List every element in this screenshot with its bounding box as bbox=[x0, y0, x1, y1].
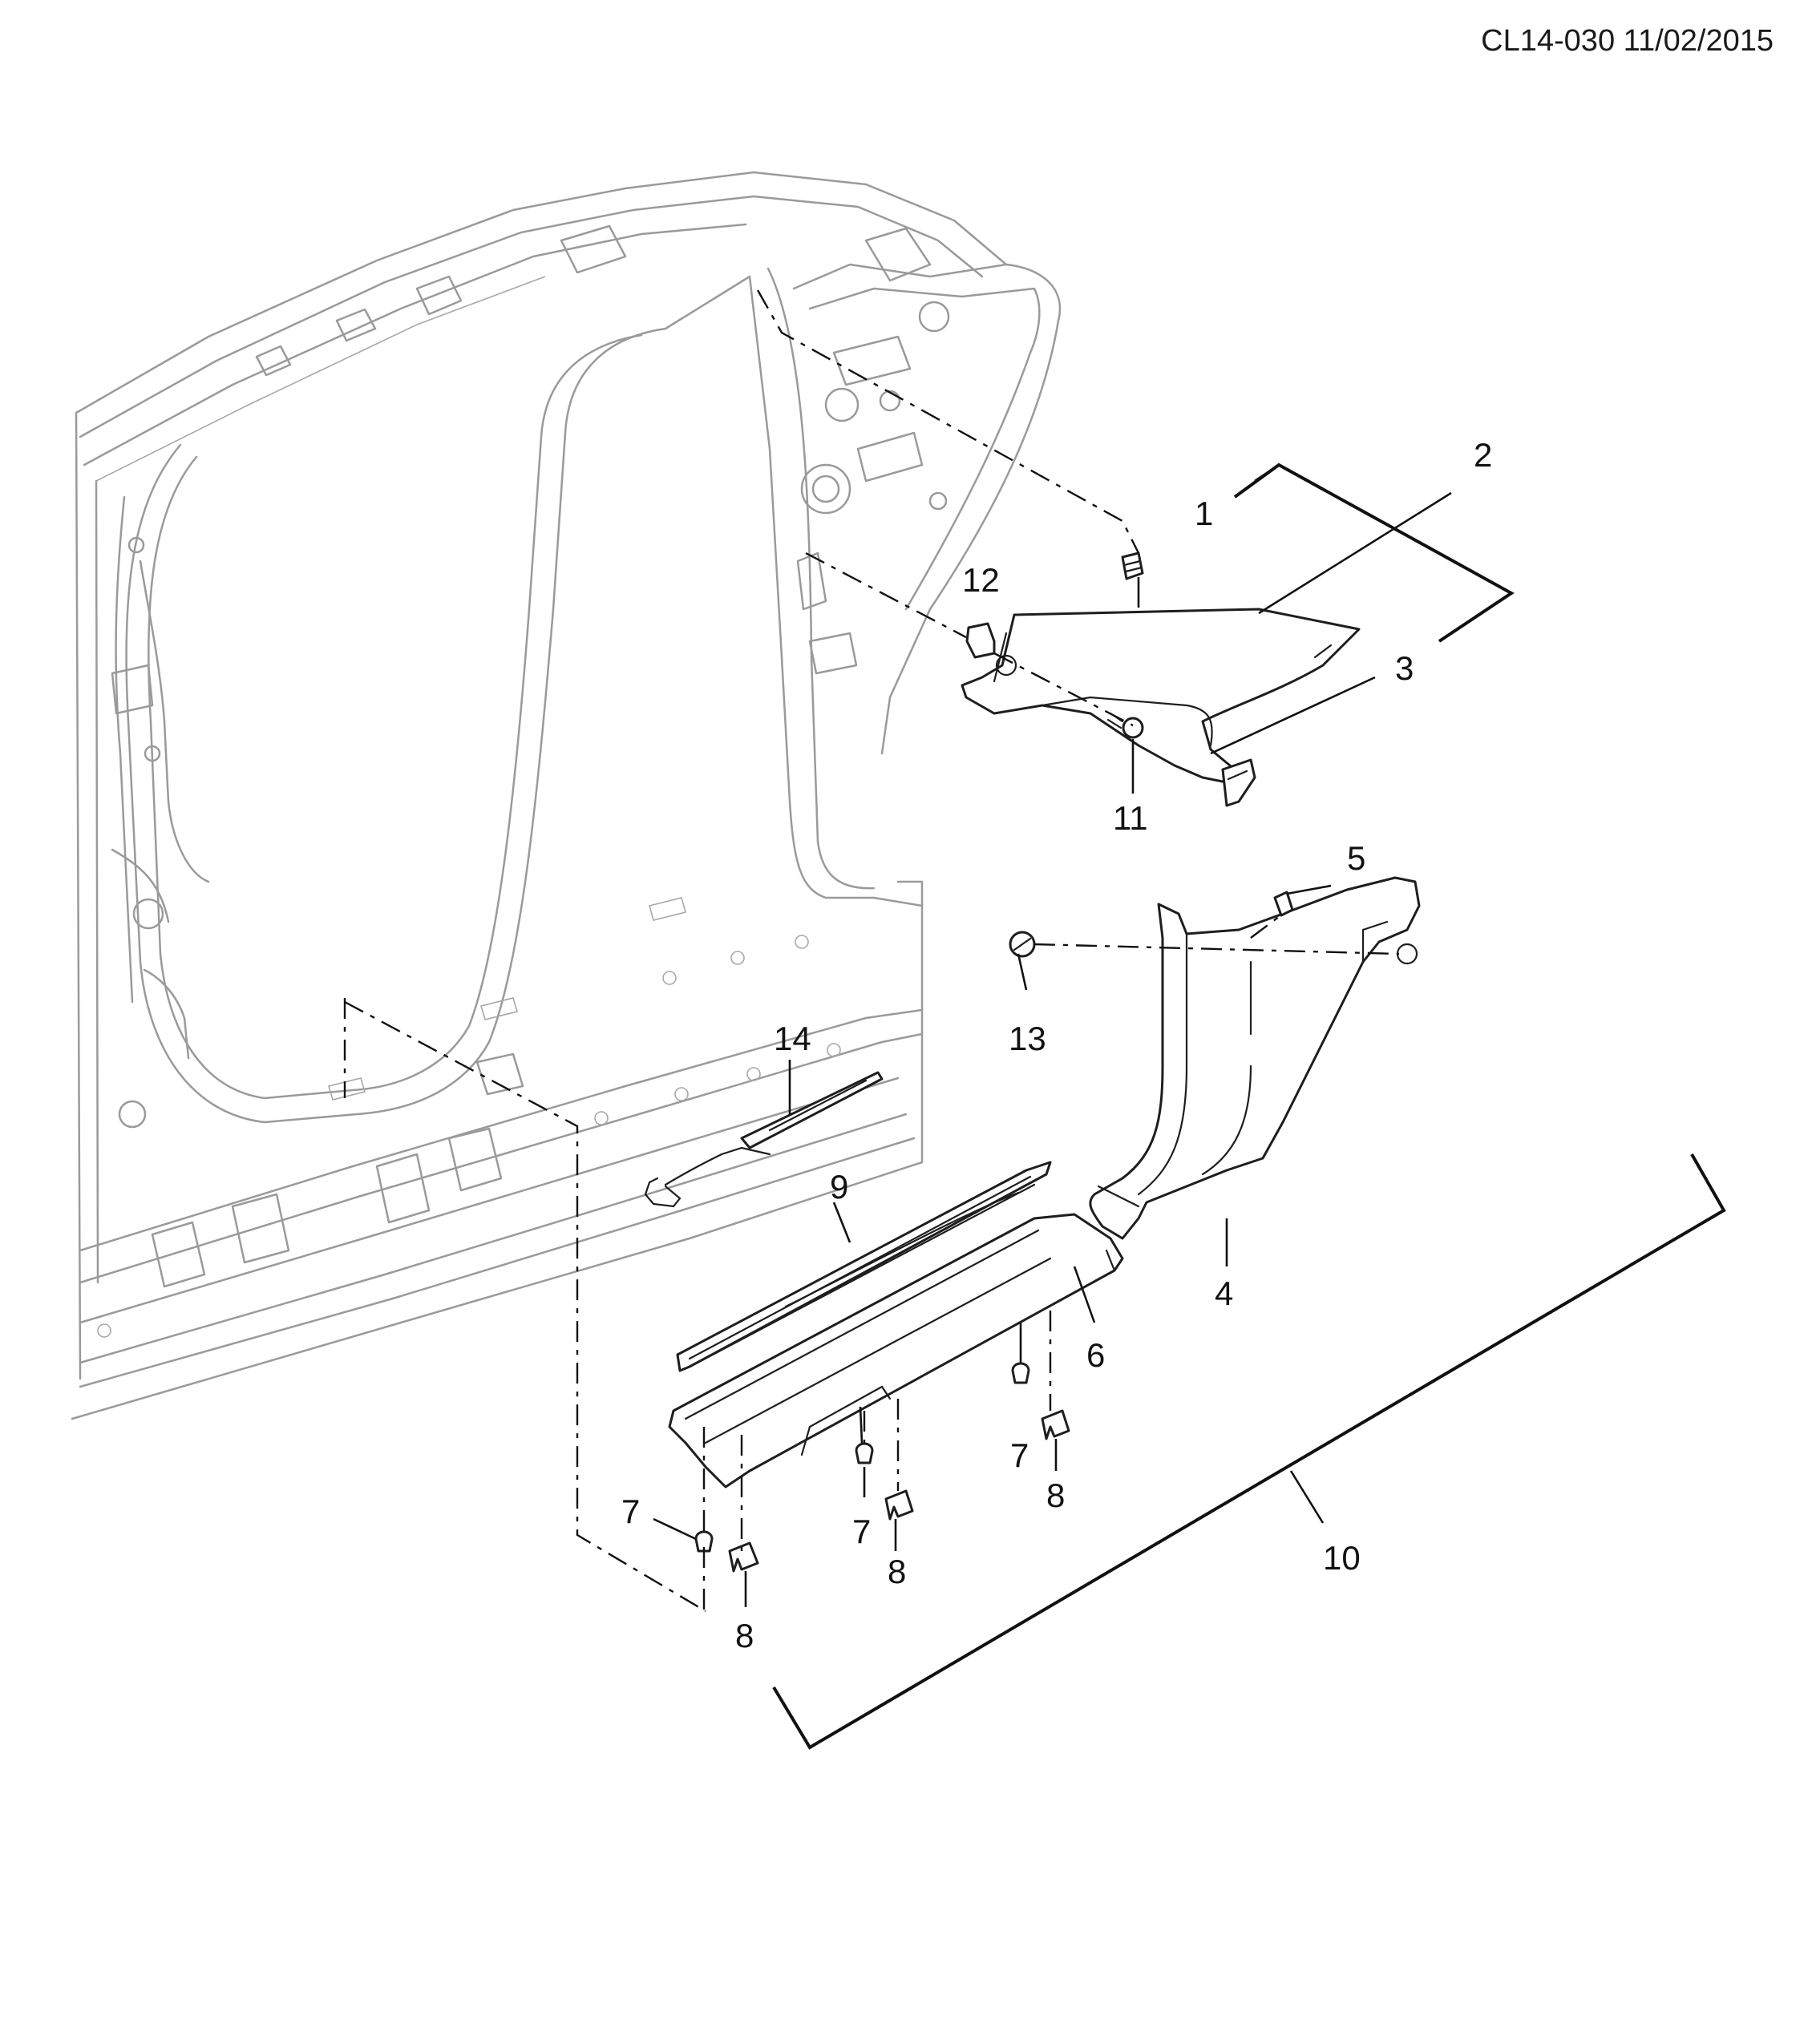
part-2-upper-trim-panel bbox=[961, 608, 1361, 783]
part-1-clip bbox=[1121, 551, 1144, 580]
callout-6: 6 bbox=[1086, 1336, 1105, 1374]
part-7-push-pin-c bbox=[1011, 1362, 1030, 1384]
dashed-alignment-lines bbox=[343, 289, 1400, 1613]
callout-7c: 7 bbox=[1010, 1436, 1029, 1474]
part-9-scuff-insert bbox=[676, 1161, 1052, 1372]
callout-8a: 8 bbox=[735, 1617, 754, 1654]
part-6-sill-plate bbox=[668, 1213, 1124, 1489]
part-4-lower-pillar-trim bbox=[1089, 876, 1421, 1240]
assembly-bracket-10 bbox=[772, 1153, 1726, 1750]
callout-2: 2 bbox=[1474, 436, 1492, 474]
part-13-washer bbox=[1009, 931, 1036, 958]
callout-10: 10 bbox=[1323, 1539, 1361, 1577]
part-8-retainer-c bbox=[1041, 1409, 1070, 1440]
part-7-push-pin-a bbox=[694, 1530, 714, 1553]
callout-7a: 7 bbox=[621, 1493, 640, 1530]
assembly-bracket-upper bbox=[1233, 463, 1515, 643]
vehicle-body-side-frame bbox=[71, 171, 1062, 1420]
part-14-wire-harness bbox=[644, 1071, 884, 1208]
callout-13: 13 bbox=[1009, 1020, 1046, 1057]
callout-7b: 7 bbox=[852, 1513, 871, 1550]
callout-4: 4 bbox=[1215, 1274, 1233, 1312]
part-11-screw bbox=[1106, 712, 1144, 739]
callout-11: 11 bbox=[1113, 799, 1148, 837]
part-8-retainer-b bbox=[884, 1489, 914, 1521]
part-7-push-pin-b bbox=[855, 1442, 874, 1464]
callout-9: 9 bbox=[830, 1168, 848, 1206]
part-8-retainer-a bbox=[728, 1541, 759, 1573]
part-12-retainer-nut bbox=[965, 622, 996, 659]
callout-12: 12 bbox=[962, 561, 1000, 599]
callout-5: 5 bbox=[1347, 839, 1365, 877]
callout-labels: 1 2 3 4 5 6 7 7 7 8 8 8 9 10 11 12 13 14 bbox=[621, 436, 1492, 1654]
callout-1: 1 bbox=[1195, 495, 1213, 532]
callout-3: 3 bbox=[1395, 649, 1414, 687]
callout-8c: 8 bbox=[1046, 1476, 1065, 1514]
callout-8b: 8 bbox=[888, 1553, 906, 1590]
callout-14: 14 bbox=[774, 1020, 811, 1057]
leader-lines bbox=[653, 491, 1452, 1607]
part-3-cover-cap bbox=[1221, 758, 1256, 807]
part-5-clip bbox=[1273, 891, 1294, 917]
drawing-code-date: CL14-030 11/02/2015 bbox=[1481, 24, 1774, 58]
